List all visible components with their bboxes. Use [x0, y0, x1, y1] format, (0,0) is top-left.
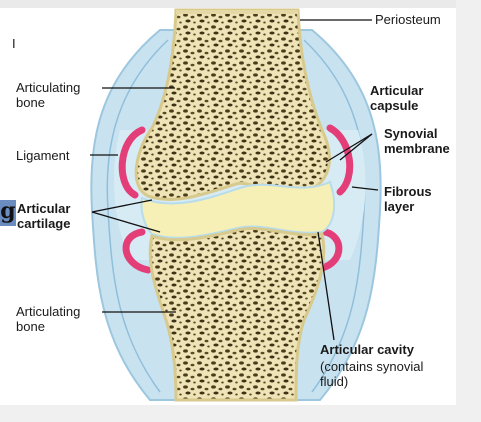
leader-cartilage-2 [91, 211, 161, 233]
label-articulating-bone-bottom: Articulating bone [16, 304, 81, 334]
leader-cartilage-1 [91, 199, 153, 213]
synovial-membrane-left [118, 126, 152, 274]
leader-synovial-1 [339, 133, 373, 161]
label-articular-cartilage: Articular cartilage [17, 201, 71, 231]
leader-fibrous-layer [351, 186, 379, 191]
label-articular-cavity: Articular cavity [320, 342, 414, 357]
label-periosteum: Periosteum [375, 12, 441, 27]
leader-lines [90, 19, 379, 341]
edge-glyph: g [0, 198, 16, 226]
fibrous-capsule-inner-line [106, 39, 169, 393]
label-ligament: Ligament [16, 148, 70, 163]
fibrous-capsule-inner-line-right [303, 39, 366, 393]
right-band [456, 0, 481, 422]
top-band [0, 0, 472, 8]
label-articular-cavity-note: (contains synovial fluid) [320, 359, 424, 389]
lower-articulating-bone [148, 226, 326, 402]
label-articulating-bone-top: Articulating bone [16, 80, 81, 110]
label-fibrous-layer: Fibrous layer [384, 184, 432, 214]
upper-articulating-bone [134, 8, 331, 201]
articular-cartilage [140, 180, 336, 239]
upper-bone-cap [176, 10, 298, 14]
leader-articular-cavity [317, 231, 335, 341]
top-marker: I [12, 36, 16, 51]
synovial-membrane-right [318, 124, 354, 272]
label-articular-capsule: Articular capsule [370, 83, 424, 113]
label-synovial-membrane: Synovial membrane [384, 126, 450, 156]
leader-synovial-2 [325, 133, 373, 163]
bottom-band [0, 405, 481, 422]
